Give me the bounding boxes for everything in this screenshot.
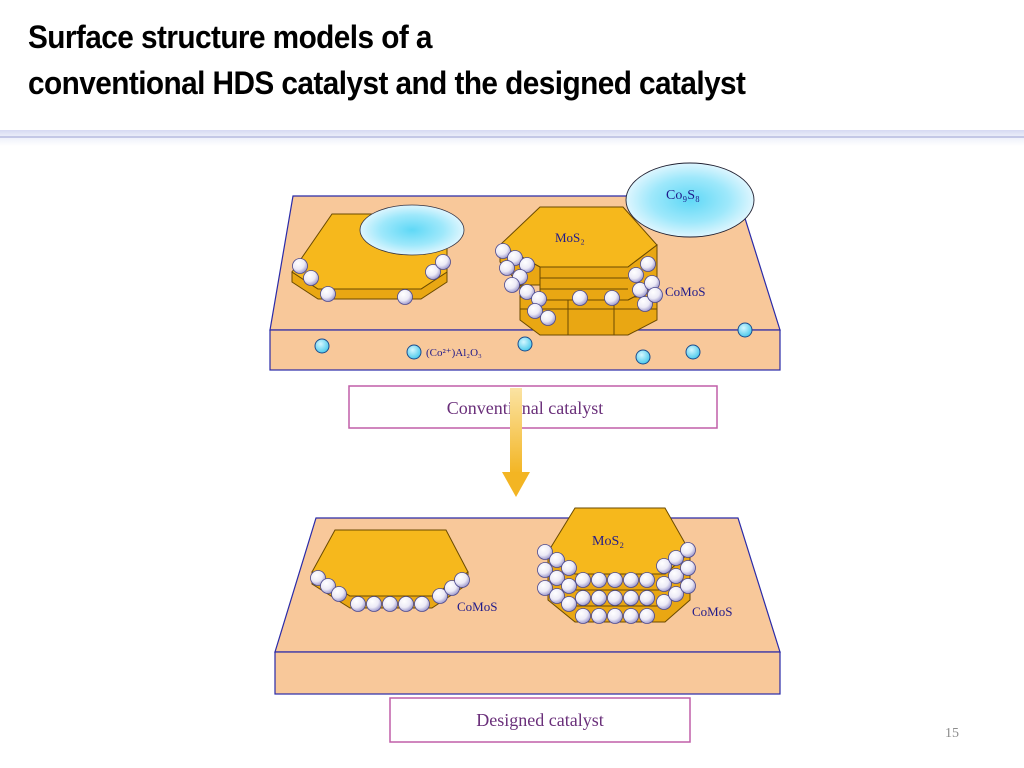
conventional-caption-box xyxy=(348,385,718,429)
co-atom xyxy=(572,290,588,306)
co-atom xyxy=(575,590,591,606)
slide-title: Surface structure models of a convention… xyxy=(28,14,746,106)
co-atom xyxy=(591,590,607,606)
co-atom xyxy=(549,588,565,604)
co-atom xyxy=(435,254,451,270)
co-atom xyxy=(537,544,553,560)
co-atom xyxy=(366,596,382,612)
designed-support-front xyxy=(274,651,781,695)
co-atom xyxy=(632,282,648,298)
co2plus-dot xyxy=(314,338,330,354)
co-atom xyxy=(504,277,520,293)
slide-title-line-1: Surface structure models of a xyxy=(28,19,432,55)
co-atom xyxy=(668,550,684,566)
co-atom xyxy=(656,558,672,574)
page-number: 15 xyxy=(945,726,959,741)
co-atom xyxy=(668,586,684,602)
co-atom xyxy=(303,270,319,286)
designed-caption-box xyxy=(389,697,691,743)
co-atom xyxy=(549,570,565,586)
co2plus-dot xyxy=(685,344,701,360)
co-atom xyxy=(454,572,470,588)
co-atom xyxy=(680,560,696,576)
co9s8-label: Co₉S₈ xyxy=(666,188,700,203)
co2plus-dot xyxy=(737,322,753,338)
co-atom xyxy=(591,608,607,624)
co-atom xyxy=(537,580,553,596)
co-atom xyxy=(537,562,553,578)
co-atom xyxy=(397,289,413,305)
co-atom xyxy=(561,578,577,594)
conventional-comos-label: CoMoS xyxy=(665,284,705,299)
co-atom xyxy=(432,588,448,604)
co-atom xyxy=(623,572,639,588)
co-atom xyxy=(639,608,655,624)
co-atom xyxy=(623,608,639,624)
co-atom xyxy=(425,264,441,280)
co-atom xyxy=(495,243,511,259)
co-atom xyxy=(561,560,577,576)
co-atom xyxy=(656,594,672,610)
co-atom xyxy=(668,568,684,584)
co-atom xyxy=(680,578,696,594)
conventional-right-co-atoms xyxy=(495,243,663,326)
support-composition-label: (Co²⁺)Al₂O₃ xyxy=(426,347,482,359)
co-atom xyxy=(604,290,620,306)
co-atom xyxy=(398,596,414,612)
co-atom xyxy=(331,586,347,602)
designed-left-co-atoms xyxy=(310,570,470,612)
down-arrow xyxy=(502,388,530,497)
header-band xyxy=(0,130,1024,146)
co-atom xyxy=(382,596,398,612)
co-atom xyxy=(575,608,591,624)
co-atom xyxy=(519,284,535,300)
header-rule xyxy=(0,136,1024,138)
co-atom xyxy=(607,572,623,588)
co-atom xyxy=(320,578,336,594)
co-atom xyxy=(320,286,336,302)
co-atom xyxy=(519,257,535,273)
co2plus-dot xyxy=(635,349,651,365)
co-atom xyxy=(640,256,656,272)
co-atom xyxy=(350,596,366,612)
co9s8-blob xyxy=(625,162,755,238)
co-atom xyxy=(549,552,565,568)
co-atom xyxy=(656,576,672,592)
conventional-cyan-blob xyxy=(359,204,465,256)
co-atom xyxy=(591,572,607,588)
co-atom xyxy=(637,296,653,312)
co-atom xyxy=(292,258,308,274)
co2plus-dot xyxy=(406,344,422,360)
designed-comos-right-label: CoMoS xyxy=(692,604,732,619)
co-atom xyxy=(628,267,644,283)
conventional-mos2-label: MoS₂ xyxy=(555,230,585,245)
co-atom xyxy=(561,596,577,612)
co-atom xyxy=(499,260,515,276)
co2plus-dot xyxy=(517,336,533,352)
designed-right-co-atoms xyxy=(537,542,696,624)
co-atom xyxy=(607,608,623,624)
co-atom xyxy=(639,572,655,588)
conventional-left-co-atoms xyxy=(292,254,451,305)
conventional-caption: Conventional catalyst xyxy=(447,398,603,418)
slide-title-line-2: conventional HDS catalyst and the design… xyxy=(28,65,746,101)
co-atom xyxy=(414,596,430,612)
co-atom xyxy=(607,590,623,606)
co2plus-dots xyxy=(314,322,753,365)
co-atom xyxy=(647,287,663,303)
co-atom xyxy=(527,303,543,319)
co-atom xyxy=(639,590,655,606)
co-atom xyxy=(575,572,591,588)
designed-caption: Designed catalyst xyxy=(476,710,603,730)
co-atom xyxy=(680,542,696,558)
co-atom xyxy=(540,310,556,326)
designed-comos-left-label: CoMoS xyxy=(457,599,497,614)
designed-mos2-label: MoS₂ xyxy=(592,534,624,549)
co-atom xyxy=(623,590,639,606)
